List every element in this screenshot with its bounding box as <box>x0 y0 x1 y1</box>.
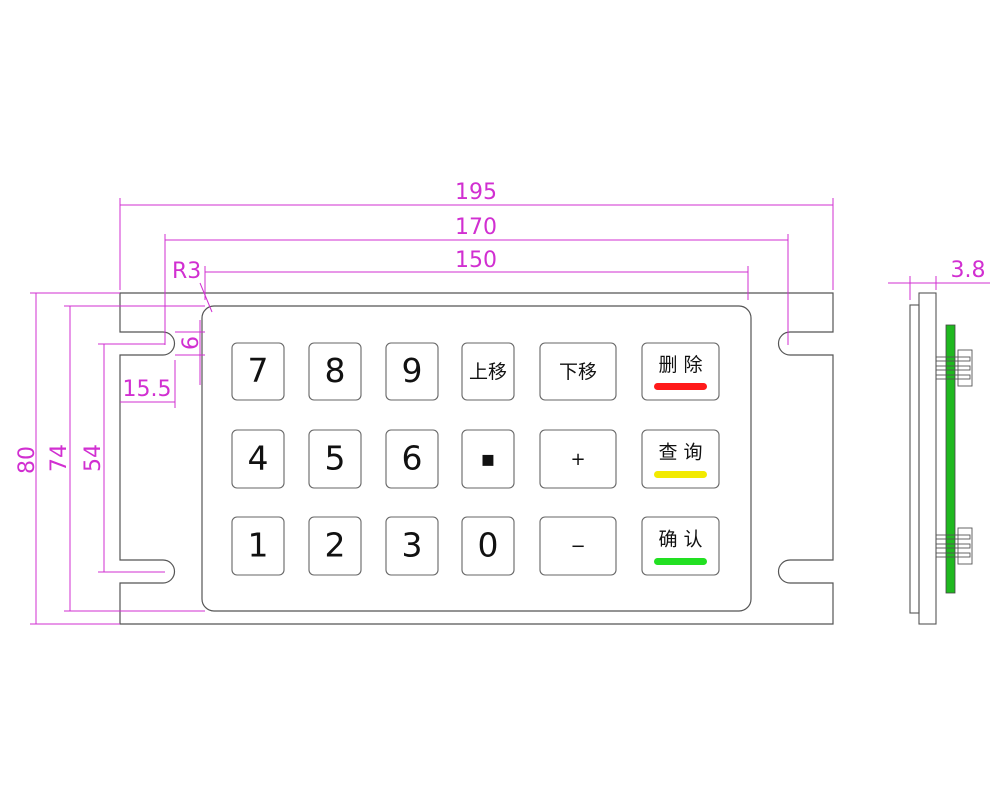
key-dot-label: ▪ <box>481 447 496 472</box>
key-k2[interactable]: 2 <box>308 516 362 576</box>
key-query-label: 查 询 <box>658 442 702 464</box>
key-k9-body <box>385 342 439 401</box>
key-minus-body <box>539 516 617 576</box>
key-up[interactable]: 上移 <box>461 342 515 401</box>
dim-hole-spacing: 170 <box>455 215 497 240</box>
key-confirm[interactable]: 确 认 <box>641 516 720 576</box>
key-down[interactable]: 下移 <box>539 342 617 401</box>
key-del-label: 删 除 <box>658 354 702 376</box>
key-k6-body <box>385 429 439 489</box>
key-k3-body <box>385 516 439 576</box>
key-up-body <box>461 342 515 401</box>
key-k2-body <box>308 516 362 576</box>
key-k6[interactable]: 6 <box>385 429 439 489</box>
key-k7-body <box>231 342 285 401</box>
dim-slot-width: 6 <box>179 336 204 350</box>
panel-outline <box>119 292 834 625</box>
key-confirm-color-bar <box>654 558 707 565</box>
key-query[interactable]: 查 询 <box>641 429 720 489</box>
key-up-label: 上移 <box>469 361 507 383</box>
dim-slot-offset: 15.5 <box>123 377 172 402</box>
key-k8[interactable]: 8 <box>308 342 362 401</box>
key-k8-label: 8 <box>325 351 346 390</box>
key-confirm-label: 确 认 <box>658 529 702 551</box>
key-dot-body <box>461 429 515 489</box>
key-k0[interactable]: 0 <box>461 516 515 576</box>
dim-thickness: 3.8 <box>951 258 986 283</box>
dim-corner-radius: R3 <box>172 259 201 284</box>
key-plus-body <box>539 429 617 489</box>
key-k7-label: 7 <box>248 351 269 390</box>
key-k4[interactable]: 4 <box>231 429 285 489</box>
key-k5[interactable]: 5 <box>308 429 362 489</box>
key-minus[interactable]: − <box>539 516 617 576</box>
dim-face-height: 74 <box>47 444 72 472</box>
key-k1-body <box>231 516 285 576</box>
key-query-color-bar <box>654 471 707 478</box>
key-k7[interactable]: 7 <box>231 342 285 401</box>
key-k8-body <box>308 342 362 401</box>
key-plus-label: + <box>570 449 585 470</box>
key-k9[interactable]: 9 <box>385 342 439 401</box>
key-del[interactable]: 删 除 <box>641 342 720 401</box>
key-k6-label: 6 <box>402 439 423 478</box>
key-k3[interactable]: 3 <box>385 516 439 576</box>
key-k5-label: 5 <box>325 439 346 478</box>
side-view <box>909 292 973 625</box>
key-down-body <box>539 342 617 401</box>
key-k4-label: 4 <box>248 439 269 478</box>
key-minus-label: − <box>570 536 585 557</box>
key-k2-label: 2 <box>325 526 346 565</box>
keypad-face <box>201 305 752 612</box>
pcb-board <box>945 324 956 594</box>
key-plus[interactable]: + <box>539 429 617 489</box>
key-down-label: 下移 <box>559 361 597 383</box>
key-k9-label: 9 <box>402 351 423 390</box>
dim-overall-height: 80 <box>15 446 40 474</box>
key-grid: 7 8 9 上移 下移 删 除 4 5 6 ▪ + 查 询 1 2 3 0 − 确 认 <box>231 342 720 576</box>
dim-slot-spacing: 54 <box>81 444 106 472</box>
dim-face-width: 150 <box>455 248 497 273</box>
key-del-color-bar <box>654 383 707 390</box>
key-k1-label: 1 <box>248 526 269 565</box>
key-k3-label: 3 <box>402 526 423 565</box>
key-k5-body <box>308 429 362 489</box>
key-k0-body <box>461 516 515 576</box>
key-k4-body <box>231 429 285 489</box>
dim-overall-width: 195 <box>455 180 497 205</box>
key-k1[interactable]: 1 <box>231 516 285 576</box>
key-dot[interactable]: ▪ <box>461 429 515 489</box>
key-k0-label: 0 <box>478 526 499 565</box>
